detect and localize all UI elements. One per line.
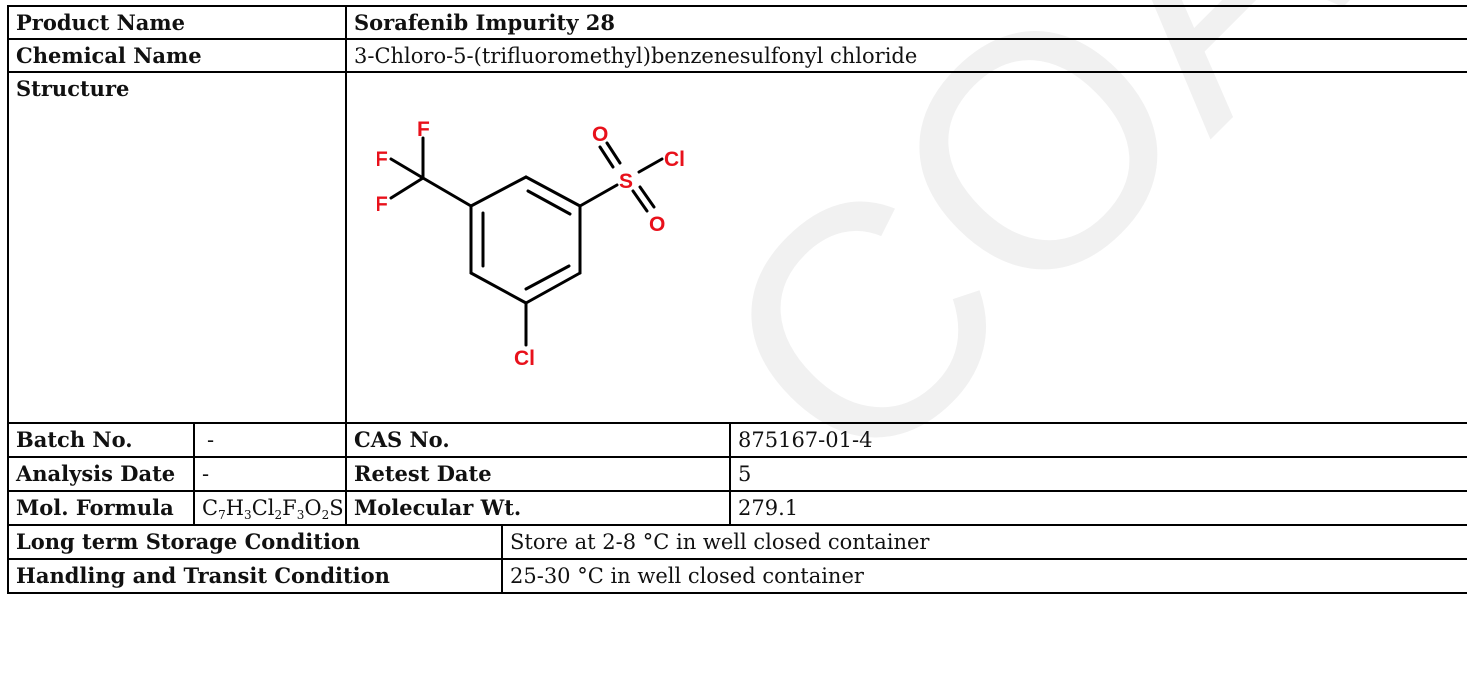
retest-date-value: 5 <box>728 456 1467 492</box>
batch-value: - <box>193 422 347 458</box>
analysis-date-value: - <box>193 456 347 492</box>
molecular-weight-value: 279.1 <box>728 490 1467 526</box>
row-structure: Structure <box>7 71 1467 424</box>
bond-c-f <box>389 157 425 180</box>
formula-label: Mol. Formula <box>7 490 195 526</box>
product-name-label: Product Name <box>7 5 347 40</box>
ring-bond <box>524 175 582 208</box>
batch-label: Batch No. <box>7 422 195 458</box>
molecular-weight-label: Molecular Wt. <box>345 490 731 526</box>
bond-c-s <box>578 183 619 208</box>
row-chemical-name: Chemical Name 3-Chloro-5-(trifluoromethy… <box>7 38 1467 73</box>
ring-bond <box>469 271 528 305</box>
row-formula: Mol. Formula C7H3Cl2F3O2S Molecular Wt. … <box>7 490 1467 526</box>
atom-o-bottom: O <box>649 213 665 236</box>
structure-diagram: F F F O S Cl O Cl <box>377 118 685 370</box>
row-analysis-date: Analysis Date - Retest Date 5 <box>7 456 1467 492</box>
row-storage: Long term Storage Condition Store at 2-8… <box>7 524 1467 560</box>
storage-value: Store at 2-8 °C in well closed container <box>500 524 1467 560</box>
bond-s-o <box>631 189 649 213</box>
row-handling: Handling and Transit Condition 25-30 °C … <box>7 558 1467 594</box>
ring-bond <box>524 271 582 305</box>
atom-s: S <box>619 170 633 193</box>
ring-double-bond <box>526 189 572 216</box>
bond-s-cl <box>637 157 664 174</box>
atom-cl-sulfonyl: Cl <box>664 148 685 171</box>
chemical-name-value: 3-Chloro-5-(trifluoromethyl)benzenesulfo… <box>344 38 1467 73</box>
ring-double-bond <box>524 264 571 291</box>
bond-c-cf3 <box>421 176 473 208</box>
handling-value: 25-30 °C in well closed container <box>500 558 1467 594</box>
structure-label: Structure <box>7 71 347 424</box>
bond-s-o <box>598 145 615 169</box>
ring-bond <box>469 175 528 208</box>
bond-c-f <box>389 176 425 200</box>
handling-label: Handling and Transit Condition <box>7 558 503 594</box>
cas-value: 875167-01-4 <box>728 422 1467 458</box>
atom-f-top: F <box>417 118 430 141</box>
bond-s-o <box>605 141 622 165</box>
analysis-date-label: Analysis Date <box>7 456 195 492</box>
formula-value: C7H3Cl2F3O2S <box>193 490 347 526</box>
coa-table: Product Name Sorafenib Impurity 28 Chemi… <box>7 5 1467 594</box>
structure-cell: F F F O S Cl O Cl <box>344 71 1467 424</box>
cas-label: CAS No. <box>345 422 731 458</box>
bond-s-o <box>638 185 656 209</box>
atom-f-bottom: F <box>377 193 388 216</box>
atom-cl-ring: Cl <box>514 347 535 370</box>
storage-label: Long term Storage Condition <box>7 524 503 560</box>
atom-f-left: F <box>377 148 388 171</box>
row-batch: Batch No. - CAS No. 875167-01-4 <box>7 422 1467 458</box>
retest-date-label: Retest Date <box>345 456 731 492</box>
row-product-name: Product Name Sorafenib Impurity 28 <box>7 5 1467 40</box>
chemical-name-label: Chemical Name <box>7 38 347 73</box>
product-name-value: Sorafenib Impurity 28 <box>344 5 1467 40</box>
atom-o-top: O <box>592 123 608 146</box>
